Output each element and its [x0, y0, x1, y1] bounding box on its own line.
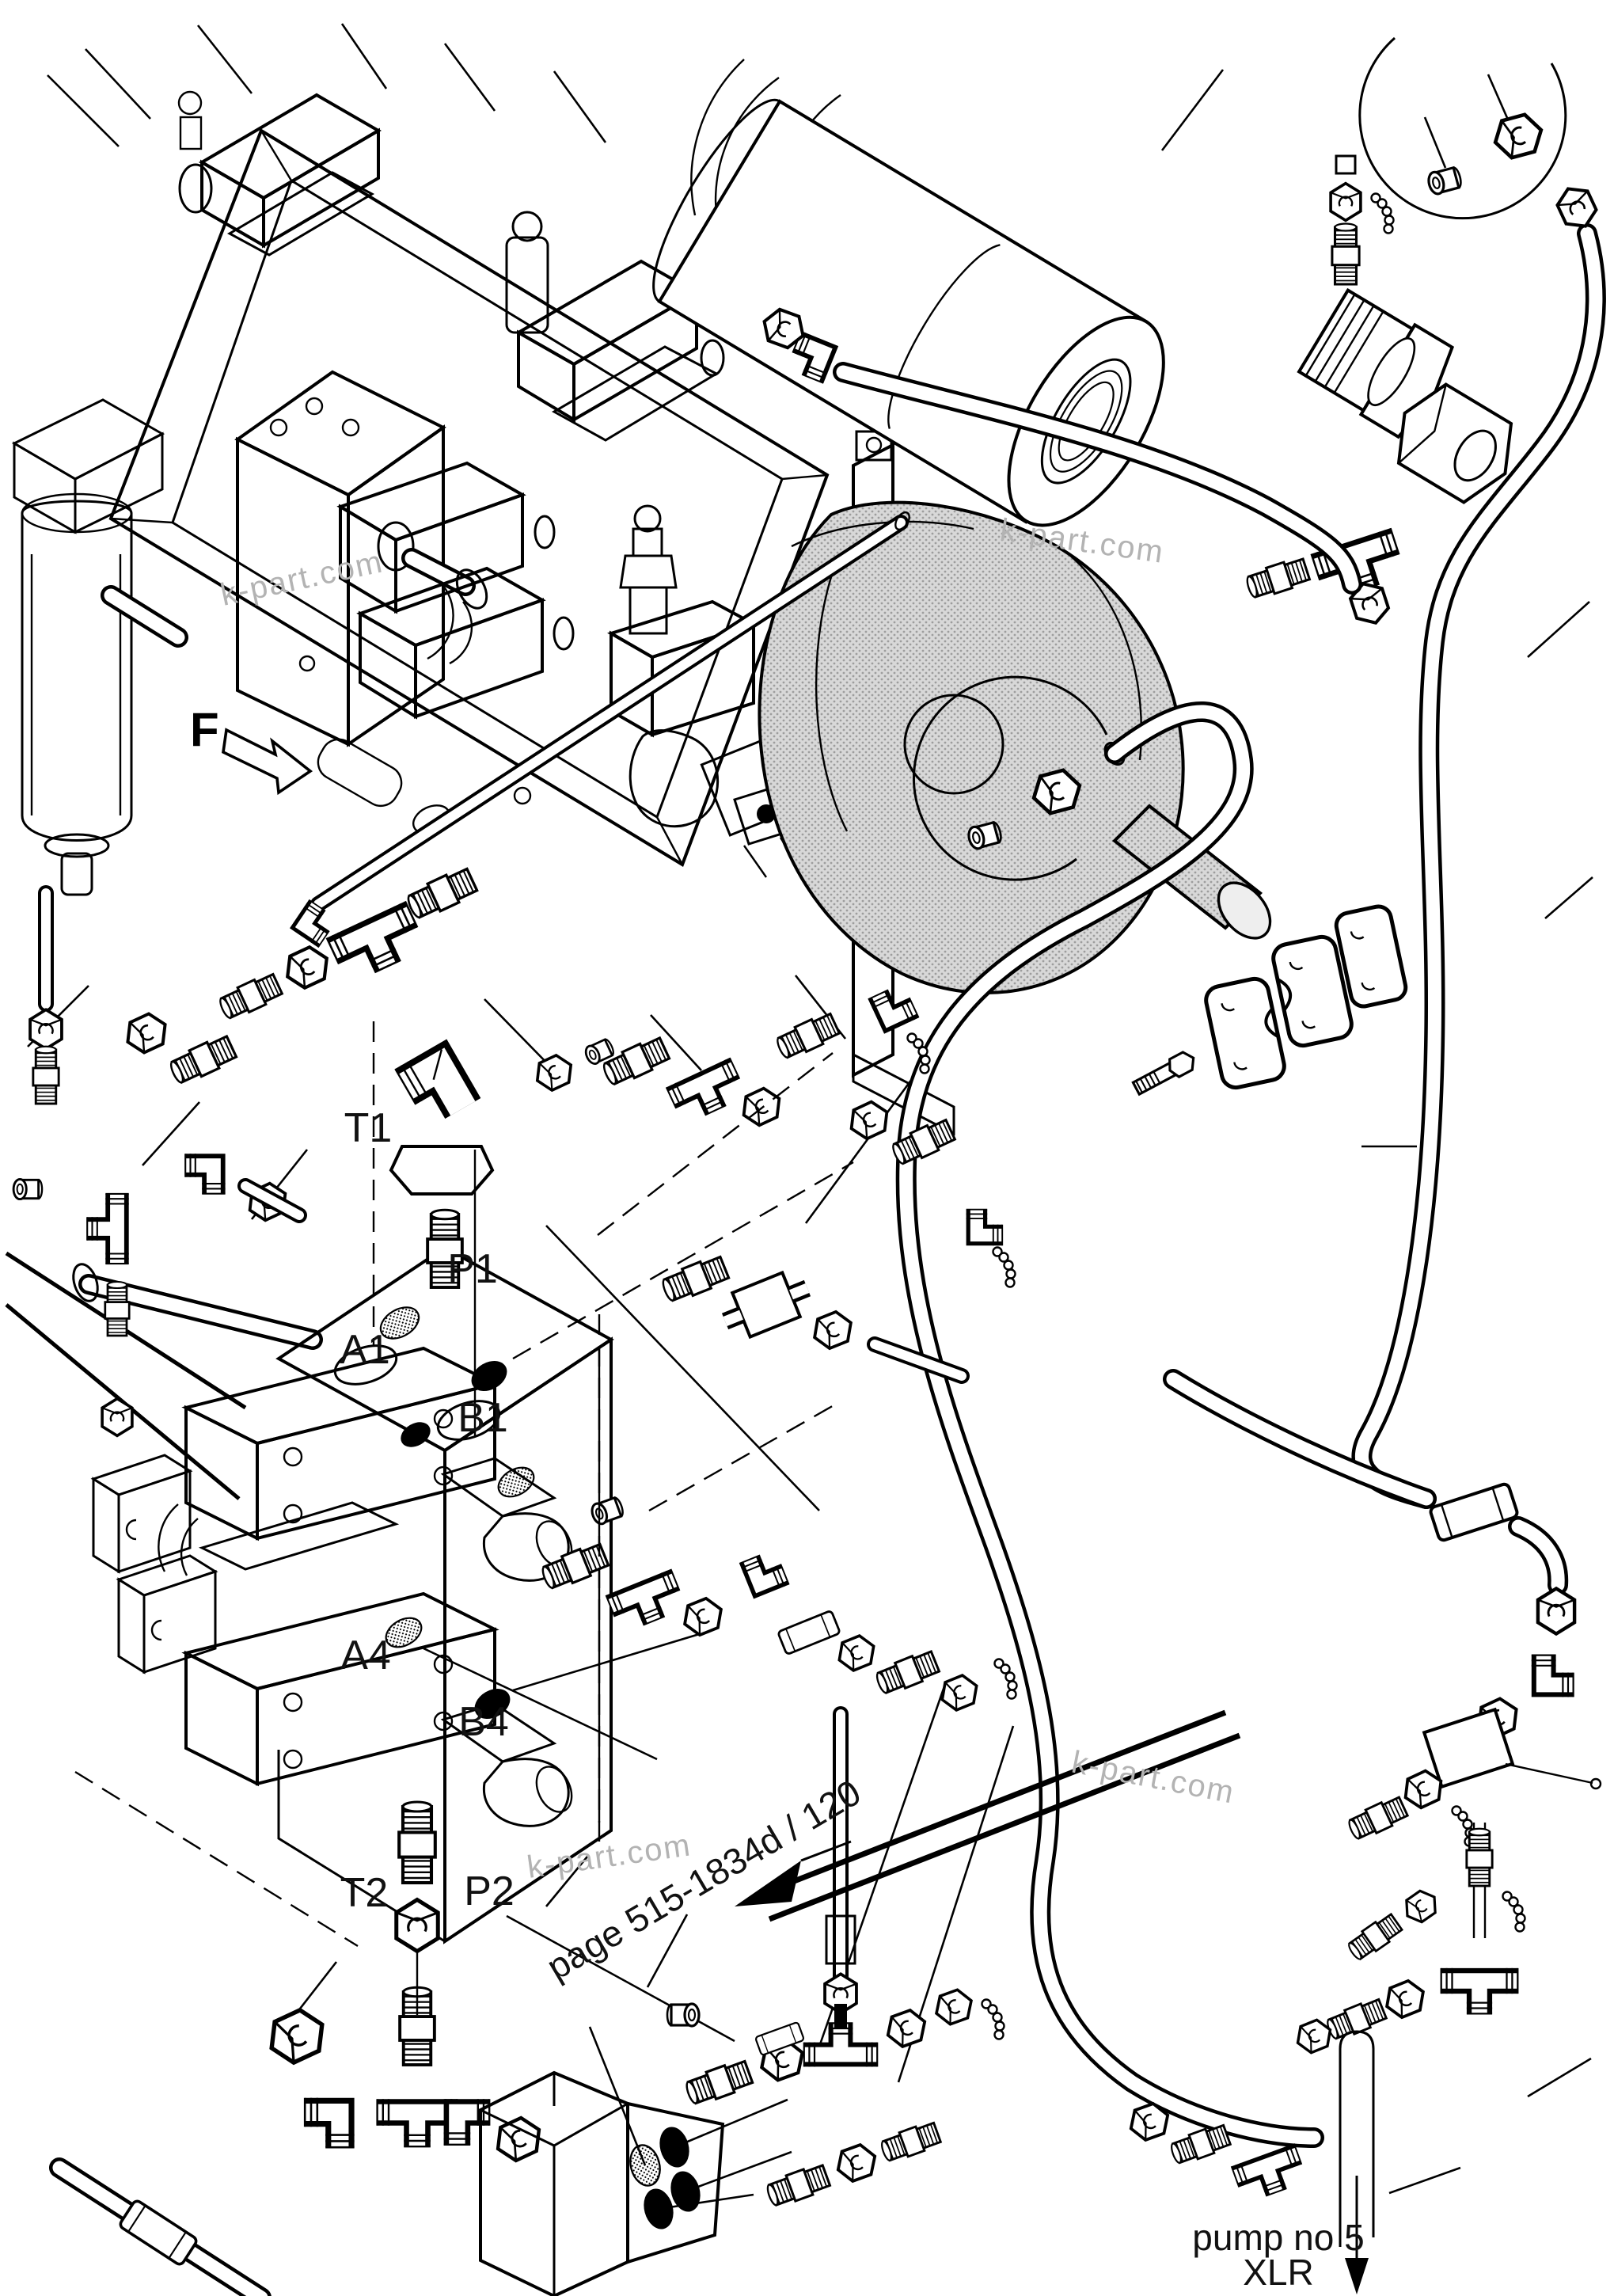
- detail-callout-top: [1358, 36, 1567, 220]
- pump-note-line2: XLR: [1243, 2252, 1313, 2293]
- port-label-a4: A4: [340, 1633, 391, 1678]
- test-point-fitting-top: [1329, 154, 1395, 286]
- hose-bottom-left: [49, 2157, 272, 2296]
- suction-fitting-body: [652, 59, 1513, 527]
- solenoid-valve-top: [177, 90, 382, 257]
- valve-block-port-fittings: [262, 1802, 546, 2165]
- t1-p1-fittings: [215, 865, 617, 1289]
- hose-right-long: [1351, 180, 1606, 1634]
- page-reference: page 515-1834d / 120: [540, 1771, 868, 1987]
- pump-note-line1: pump no 5: [1192, 2217, 1364, 2258]
- port-label-b1: B1: [458, 1395, 508, 1441]
- pump-mounting-frame: [108, 128, 830, 867]
- valve-section-3: [181, 1591, 499, 1787]
- valve-solenoid-2: [440, 1702, 573, 1827]
- valve-section-1: [181, 1346, 499, 1541]
- view-label-f: F: [190, 703, 219, 756]
- port-label-p1: P1: [447, 1246, 498, 1292]
- port-label-t1: T1: [344, 1105, 393, 1151]
- right-bottom-fittings: [1291, 1823, 1525, 2058]
- center-lines: [74, 1021, 854, 2015]
- left-fittings-column: [12, 885, 307, 1438]
- hose-clamp-assembly: [1130, 904, 1408, 1099]
- detail-callout-middle: [913, 675, 1108, 881]
- port-label-b4: B4: [458, 1699, 509, 1745]
- manifold-block: [234, 370, 488, 747]
- port-label-a1: A1: [340, 1327, 390, 1373]
- middle-fittings-row2: [588, 1253, 970, 1527]
- hose-upper: [757, 304, 1362, 595]
- view-direction-arrow: [222, 728, 313, 796]
- pressure-filter: [11, 398, 188, 896]
- port-label-p2: P2: [464, 1868, 515, 1914]
- solenoid-coil-block-hatched: [336, 461, 575, 720]
- right-test-valve-group: [1345, 1655, 1602, 1847]
- port-label-t2: T2: [340, 1870, 389, 1916]
- hose-branch-lower: [1163, 1369, 1437, 1509]
- bottom-pump-block: [479, 2026, 792, 2296]
- bottom-fittings-row: [666, 1985, 1308, 2209]
- watermark-bottom-right: k-part.com: [1069, 1745, 1237, 1811]
- valve-section-2: [90, 1454, 400, 1674]
- pump-no5-tube: [1339, 2030, 1375, 2294]
- steel-tube-long: [290, 511, 910, 947]
- page-reference-arrow: [735, 1709, 1241, 1922]
